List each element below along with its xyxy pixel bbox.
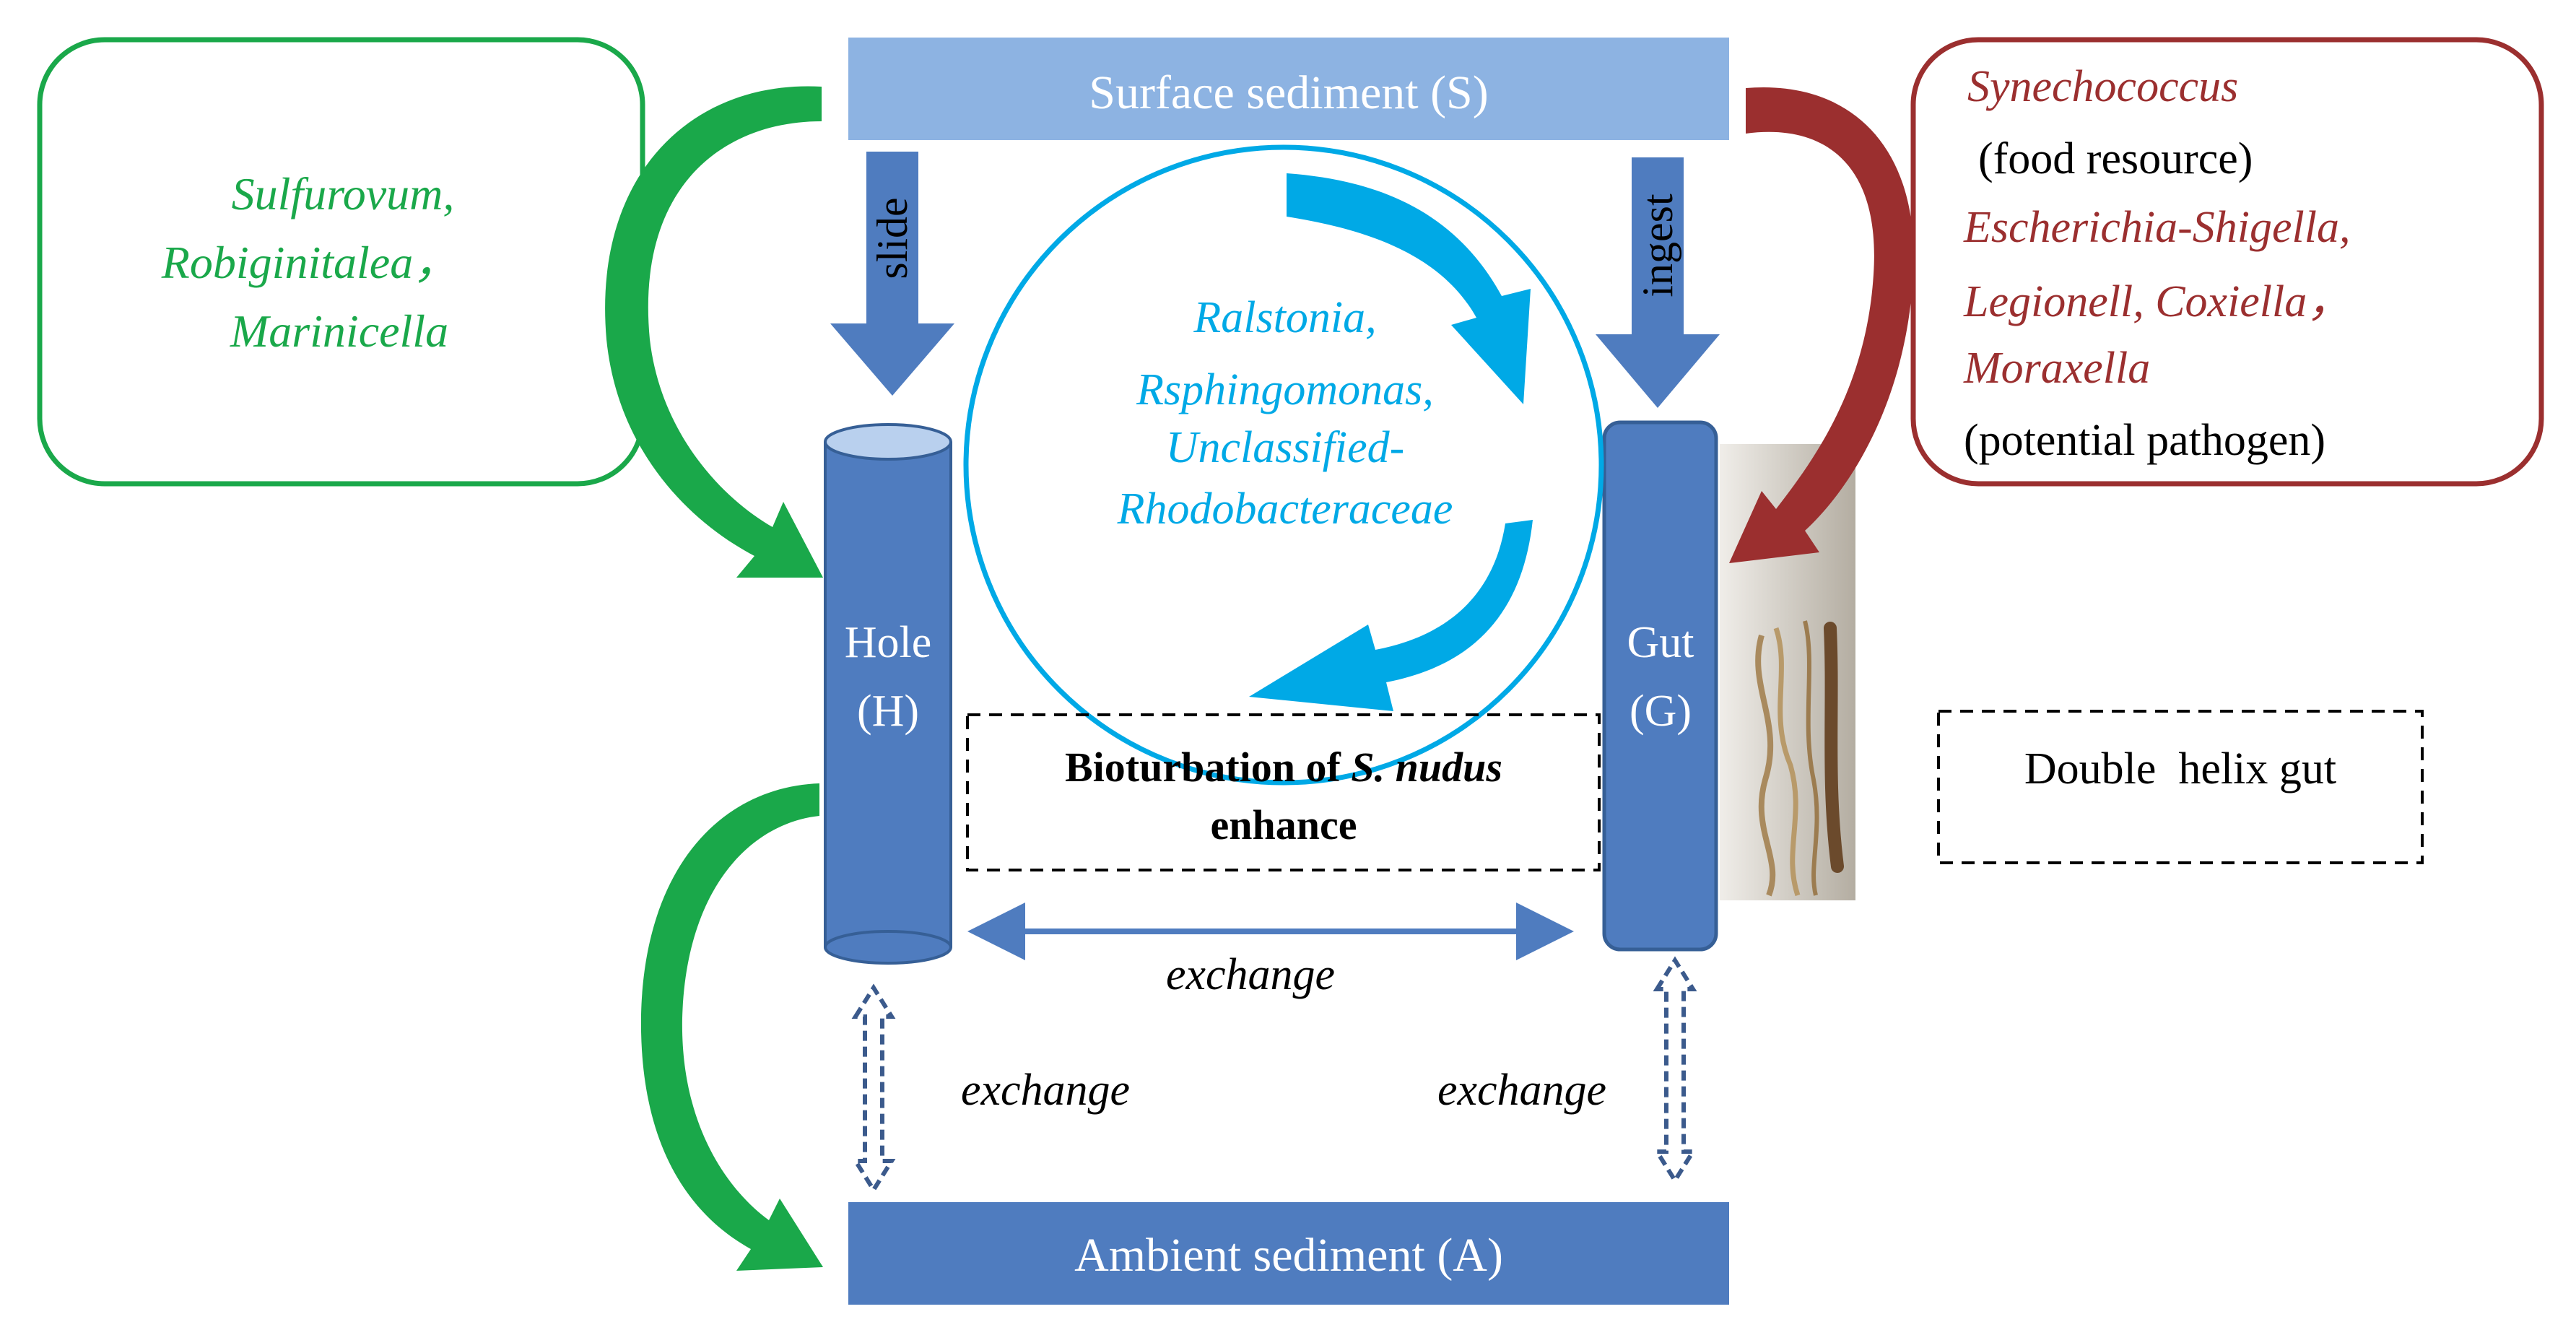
ambient-sediment-label: Ambient sediment (A) [1074, 1229, 1503, 1282]
right-note-2: (potential pathogen) [1964, 416, 2325, 465]
left-taxon-1: Sulfurovum, [232, 168, 455, 219]
right-taxon-4: Moraxella [1963, 344, 2150, 393]
middle-exchange-label: exchange [1166, 950, 1335, 999]
surface-sediment-label: Surface sediment (S) [1089, 66, 1489, 119]
cycle-circle [963, 144, 1604, 786]
bioturbation-prefix: Bioturbation of [1065, 744, 1351, 791]
ambient-sediment-bar [848, 1202, 1729, 1305]
right-taxon-2: Escherichia-Shigella, [1963, 203, 2350, 252]
circle-taxon-1: Ralstonia, [1193, 293, 1376, 342]
hole-cylinder [824, 423, 952, 965]
bioturbation-line2: enhance [1211, 801, 1357, 848]
circle-taxon-3: Unclassified- [1166, 423, 1405, 472]
cycle-arrow-upper [1287, 173, 1531, 404]
bioturbation-box [966, 713, 1601, 871]
hole-label-line2: (H) [857, 687, 919, 736]
circle-taxon-2: Rsphingomonas, [1136, 365, 1434, 414]
left-exchange-arrow [851, 983, 896, 1194]
green-arrow-surface-to-hole [605, 86, 823, 578]
ingest-label: ingest [1634, 193, 1681, 297]
gut-label-line2: (G) [1629, 687, 1692, 736]
right-taxon-1: Synechococcus [1967, 62, 2238, 111]
right-exchange-arrow [1653, 956, 1697, 1185]
bioturbation-species: S. nudus [1351, 744, 1502, 791]
left-taxon-3: Marinicella [230, 305, 448, 357]
surface-sediment-bar [848, 38, 1729, 140]
bioturbation-line1: Bioturbation of S. nudus [1065, 744, 1502, 791]
ingest-arrow [1596, 157, 1720, 408]
circle-taxon-4: Rhodobacteraceae [1117, 484, 1453, 534]
gut-photo-label: Double helix gut [2024, 744, 2336, 793]
gut-label-line1: Gut [1627, 618, 1694, 667]
cycle-arrow-lower [1249, 520, 1533, 711]
left-taxon-2: Robiginitalea， [161, 237, 459, 288]
right-taxon-3: Legionell, Coxiella， [1963, 277, 2351, 326]
gut-tube [1602, 420, 1718, 952]
right-exchange-label: exchange [1437, 1066, 1606, 1115]
slide-arrow [830, 152, 954, 396]
gut-photo-label-box [1937, 710, 2424, 864]
right-note-1: (food resource) [1978, 134, 2253, 183]
hole-label-line1: Hole [845, 618, 932, 667]
left-exchange-label: exchange [961, 1066, 1130, 1115]
slide-label: slide [869, 197, 916, 279]
red-arrow-surface-to-gut [1729, 87, 1914, 563]
green-arrow-hole-to-ambient [640, 783, 823, 1271]
